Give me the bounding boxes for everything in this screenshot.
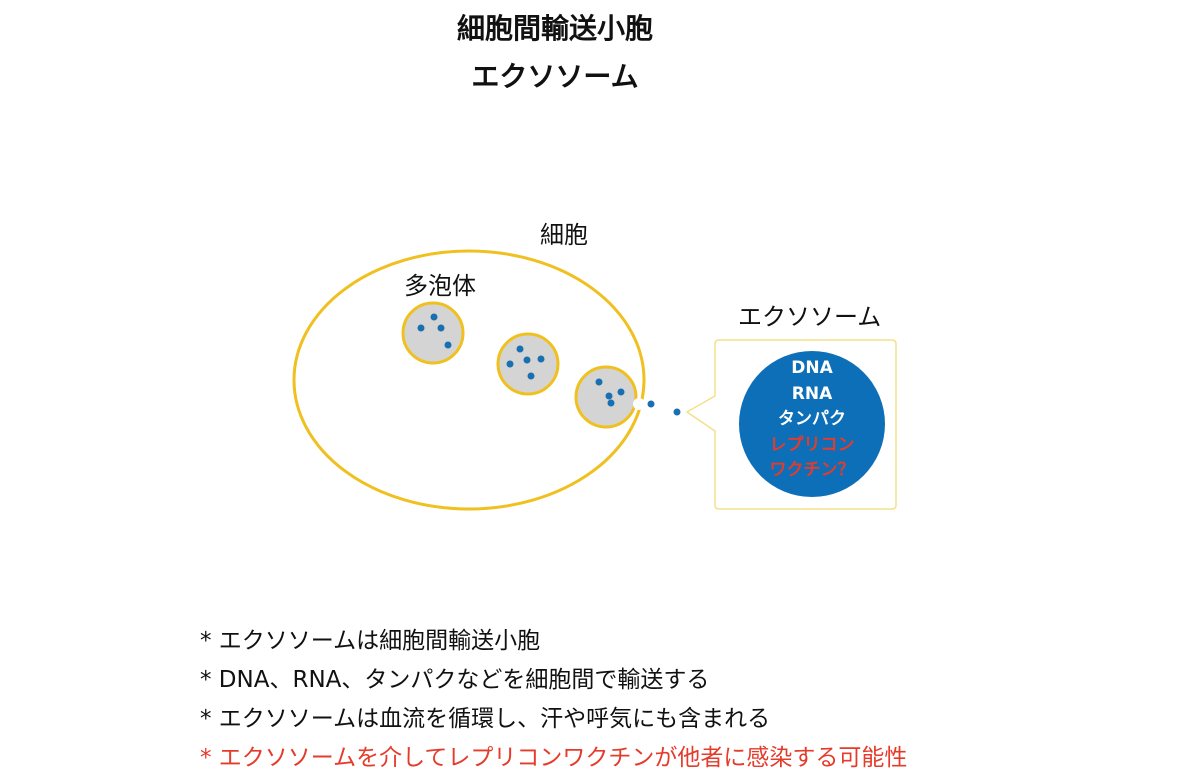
cargo-item-dna: DNA [791,358,833,378]
vesicle-particle [617,388,625,396]
notes-list: * エクソソームは細胞間輸送小胞 * DNA、RNA、タンパクなどを細胞間で輸送… [200,622,907,778]
vesicle-particle [607,399,615,407]
vesicle-particle [417,324,425,332]
multivesicular-body-3 [574,365,638,429]
cargo-item-replicon: レプリコン [769,434,855,455]
vesicle-particle [537,355,545,363]
vesicle-particle [595,378,603,386]
cargo-item-rna: RNA [791,383,833,404]
note-2: * DNA、RNA、タンパクなどを細胞間で輸送する [200,667,710,693]
vesicle-particle [523,356,531,364]
vesicle-particle [444,341,452,349]
cell-membrane [292,249,646,511]
cell-label: 細胞 [540,221,588,249]
note-4-warning: * エクソソームを介してレプリコンワクチンが他者に感染する可能性 [200,745,908,771]
vesicle-particle [430,313,438,321]
multivesicular-body-2 [496,332,560,396]
released-exosome [647,400,655,408]
multivesicular-body-1 [401,301,465,365]
exosome-cargo-circle [739,351,885,497]
note-1: * エクソソームは細胞間輸送小胞 [200,628,541,654]
note-3: * エクソソームは血流を循環し、汗や呼気にも含まれる [200,706,771,732]
vesicle-particle [506,360,514,368]
mvb-label: 多泡体 [404,272,476,300]
title-line1: 細胞間輸送小胞 [456,12,653,45]
vesicle-particle [437,324,445,332]
exosome-label: エクソソーム [738,303,882,331]
title-line2: エクソソーム [471,60,639,93]
vesicle-particle [516,345,524,353]
vesicle-particle [605,392,613,400]
cargo-list: DNA RNA タンパク レプリコン ワクチン？ [740,356,884,484]
cargo-item-protein: タンパク [778,409,846,429]
cargo-item-vaccine: ワクチン？ [769,460,855,480]
vesicle-particle [527,372,535,380]
membrane-fusion-gap [633,398,645,410]
released-exosome [673,408,681,416]
